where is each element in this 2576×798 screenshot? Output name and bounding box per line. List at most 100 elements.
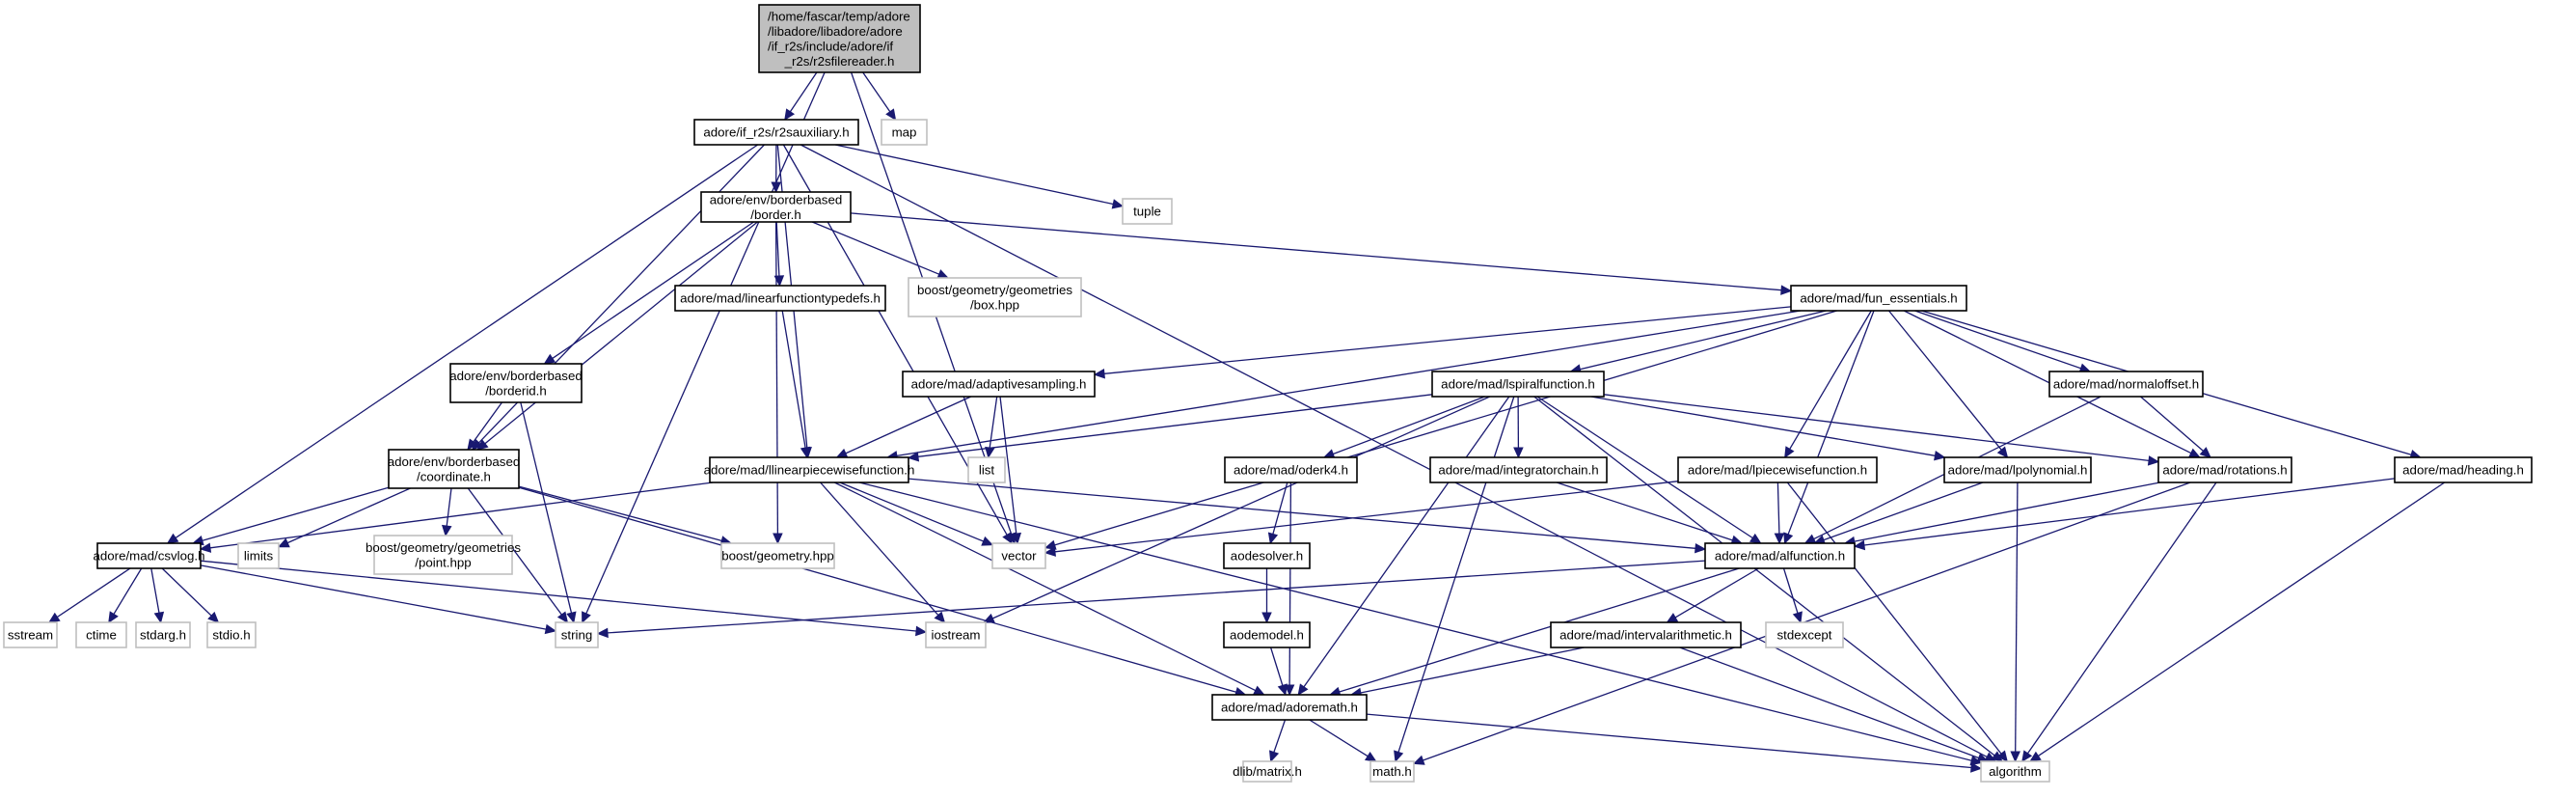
node-alfunction[interactable]: adore/mad/alfunction.h: [1704, 542, 1856, 569]
arrowhead-borderid-to-coordinate: [467, 438, 478, 451]
node-lpolynomial[interactable]: adore/mad/lpolynomial.h: [1943, 456, 2092, 483]
arrowhead-border-to-boxhpp: [936, 269, 950, 279]
edge-funess-to-lpiecewise: [1789, 310, 1872, 450]
node-label-integrator: adore/mad/integratorchain.h: [1438, 463, 1598, 478]
node-box-coordinate: [388, 449, 520, 489]
node-lftypedefs[interactable]: adore/mad/linearfunctiontypedefs.h: [674, 285, 886, 312]
arrowhead-adaptive-to-llinear: [835, 448, 849, 458]
node-tuple: tuple: [1122, 198, 1173, 225]
edge-lspiral-to-lpolynomial: [1590, 396, 1936, 456]
node-label-border: adore/env/borderbased: [710, 192, 843, 206]
node-label-tuple: tuple: [1133, 205, 1161, 219]
node-heading[interactable]: adore/mad/heading.h: [2394, 456, 2533, 483]
edge-aodemodel-to-adoremath: [1269, 647, 1284, 686]
node-coordinate[interactable]: adore/env/borderbased/coordinate.h: [388, 449, 521, 489]
node-iostream: iostream: [925, 621, 987, 648]
edge-llinear-to-algorithm: [858, 482, 1972, 761]
node-box-alfunction: [1704, 542, 1856, 569]
arrowhead-lspiral-to-integrator: [1513, 447, 1524, 459]
node-integrator[interactable]: adore/mad/integratorchain.h: [1429, 456, 1608, 483]
node-llinear[interactable]: adore/mad/llinearpiecewisefunction.h: [704, 456, 915, 483]
node-box-aodemodel: [1223, 621, 1311, 648]
node-r2saux[interactable]: adore/if_r2s/r2sauxiliary.h: [693, 119, 859, 146]
node-box-aodesolver: [1223, 542, 1311, 569]
node-lspiral[interactable]: adore/mad/lspiralfunction.h: [1431, 371, 1605, 398]
node-label-rotations: adore/mad/rotations.h: [2162, 463, 2287, 478]
node-adaptive[interactable]: adore/mad/adaptivesampling.h: [902, 371, 1096, 398]
arrowhead-funess-to-adaptive: [1093, 368, 1105, 379]
node-lpiecewise[interactable]: adore/mad/lpiecewisefunction.h: [1677, 456, 1878, 483]
node-root[interactable]: /home/fascar/temp/adore/libadore/libador…: [758, 4, 921, 73]
nodes-layer: /home/fascar/temp/adore/libadore/libador…: [3, 4, 2533, 783]
arrowhead-border-to-borderid: [543, 353, 556, 365]
arrowhead-llinear-to-algorithm: [1969, 755, 1983, 766]
node-label-ctime: ctime: [86, 628, 117, 643]
arrowhead-aodemodel-to-adoremath: [1277, 683, 1288, 697]
node-label-border: /border.h: [750, 207, 801, 222]
arrowhead-border-to-lftypedefs: [773, 275, 785, 288]
edge-r2saux-to-csvlog: [175, 144, 759, 538]
node-borderid[interactable]: adore/env/borderbased/borderid.h: [449, 363, 583, 403]
node-label-lspiral: adore/mad/lspiralfunction.h: [1441, 377, 1595, 392]
arrowhead-lpiecewise-to-algorithm: [1996, 750, 2008, 762]
arrowhead-lspiral-to-llinear: [907, 452, 920, 462]
node-label-root: /home/fascar/temp/adore: [768, 9, 910, 23]
edge-adaptive-to-vector: [999, 396, 1017, 535]
node-funess[interactable]: adore/mad/fun_essentials.h: [1790, 285, 1967, 312]
node-box-integrator: [1429, 456, 1608, 483]
edge-root-to-map: [862, 71, 891, 113]
node-normaloffset[interactable]: adore/mad/normaloffset.h: [2048, 371, 2204, 398]
edge-funess-to-llinear: [896, 310, 1802, 457]
node-label-pointhpp: /point.hpp: [415, 555, 471, 569]
node-box-normaloffset: [2048, 371, 2204, 398]
arrowhead-heading-to-algorithm: [2029, 751, 2042, 762]
node-list: list: [967, 456, 1006, 483]
edge-interval-to-adoremath: [1360, 647, 1585, 694]
edge-lftypedefs-to-llinear: [781, 310, 806, 449]
node-label-csvlog: adore/mad/csvlog.h: [93, 549, 204, 564]
node-label-llinear: adore/mad/llinearpiecewisefunction.h: [704, 463, 915, 478]
node-dlib: dlib/matrix.h: [1233, 760, 1302, 783]
arrowhead-funess-to-rotations: [2188, 448, 2201, 458]
edge-border-to-boxhpp: [811, 221, 939, 275]
node-geomhpp: boost/geometry.hpp: [720, 542, 835, 569]
edge-heading-to-algorithm: [2038, 482, 2446, 757]
node-label-root: /if_r2s/include/adore/if: [768, 39, 893, 53]
edge-heading-to-alfunction: [1863, 478, 2396, 546]
edge-alfunction-to-adoremath: [1339, 567, 1740, 693]
node-csvlog[interactable]: adore/mad/csvlog.h: [93, 542, 205, 569]
node-box-string: [555, 621, 599, 648]
node-label-aodesolver: aodesolver.h: [1231, 549, 1303, 564]
arrowhead-coordinate-to-string: [556, 611, 569, 623]
node-aodemodel[interactable]: aodemodel.h: [1223, 621, 1311, 648]
arrowhead-oderk4-to-adoremath: [1284, 684, 1295, 697]
arrowhead-csvlog-to-string: [544, 623, 557, 635]
node-label-coordinate: adore/env/borderbased: [388, 454, 521, 469]
node-box-lpolynomial: [1943, 456, 2092, 483]
edge-adaptive-to-list: [989, 396, 998, 449]
edge-oderk4-to-adoremath: [1288, 482, 1292, 686]
edge-lspiral-to-adoremath: [1303, 396, 1510, 688]
arrowhead-r2saux-to-vector: [1002, 532, 1013, 545]
edges-layer: [47, 71, 2446, 773]
node-border[interactable]: adore/env/borderbased/border.h: [700, 191, 852, 223]
edge-csvlog-to-sstream: [56, 567, 131, 619]
edge-csvlog-to-stdio: [161, 567, 212, 617]
node-vector: vector: [991, 542, 1046, 569]
node-box-borderid: [449, 363, 583, 403]
edge-lspiral-to-alfunction: [1536, 396, 1753, 539]
node-box-stdexcept: [1765, 621, 1844, 648]
node-box-mathh: [1369, 760, 1415, 783]
node-label-interval: adore/mad/intervalarithmetic.h: [1559, 628, 1732, 643]
edge-lpiecewise-to-algorithm: [1786, 482, 2002, 755]
edge-rotations-to-alfunction: [1854, 482, 2160, 542]
arrowhead-csvlog-to-stdio: [207, 611, 220, 623]
arrowhead-normaloffset-to-alfunction: [1803, 534, 1817, 544]
node-interval[interactable]: adore/mad/intervalarithmetic.h: [1550, 621, 1742, 648]
arrowhead-r2saux-to-border: [771, 181, 781, 194]
node-adoremath[interactable]: adore/mad/adoremath.h: [1211, 694, 1368, 721]
node-rotations[interactable]: adore/mad/rotations.h: [2157, 456, 2292, 483]
node-oderk4[interactable]: adore/mad/oderk4.h: [1224, 456, 1358, 483]
node-aodesolver[interactable]: aodesolver.h: [1223, 542, 1311, 569]
node-box-stdarg: [135, 621, 191, 648]
